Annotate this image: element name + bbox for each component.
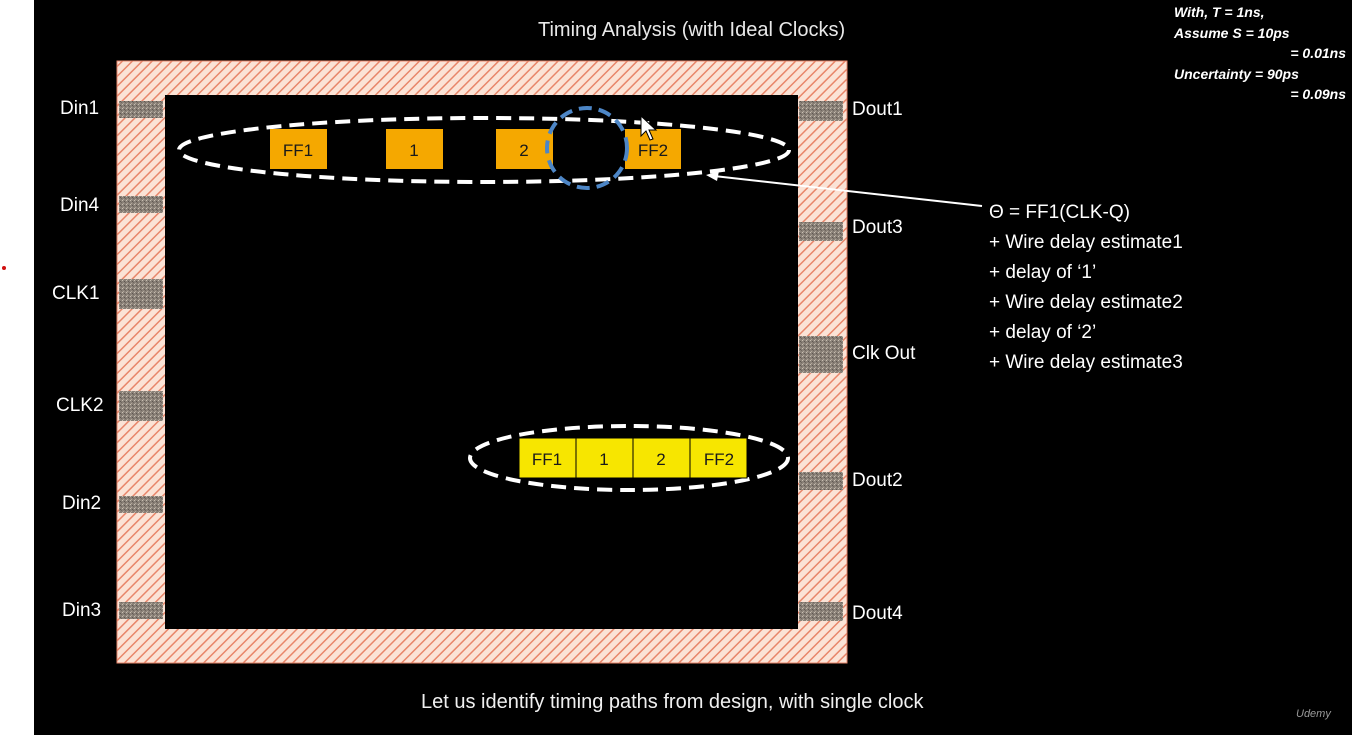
top-timing-path: FF1 1 2 FF2 xyxy=(177,106,791,190)
stray-marker-dot xyxy=(2,266,6,270)
assumption-setup-ns: = 0.01ns xyxy=(1290,45,1346,61)
top-cell-2-label: 2 xyxy=(519,141,528,160)
top-cell-ff1 xyxy=(270,129,327,169)
pad-dout3 xyxy=(799,222,843,241)
bottom-cell-ff2 xyxy=(689,437,748,479)
bottom-cell-ff1-label: FF1 xyxy=(532,450,562,469)
pin-label-dout4: Dout4 xyxy=(852,603,903,624)
pad-clk2 xyxy=(119,391,163,421)
assumption-uncertainty: Uncertainty = 90ps xyxy=(1174,65,1299,82)
pin-label-dout2: Dout2 xyxy=(852,470,903,491)
pad-dout2 xyxy=(799,472,843,490)
pad-din1 xyxy=(119,101,163,118)
pad-din4 xyxy=(119,196,163,213)
assumption-uncertainty-ns: = 0.09ns xyxy=(1290,86,1346,102)
formula-line-5: + delay of ‘2’ xyxy=(989,322,1097,343)
pad-dout4 xyxy=(799,602,843,621)
pin-label-din2: Din2 xyxy=(62,493,102,514)
bottom-cell-1-label: 1 xyxy=(599,450,608,469)
bottom-cell-ff2-label: FF2 xyxy=(704,450,734,469)
left-io-pads xyxy=(119,101,163,619)
mouse-pointer-icon xyxy=(640,114,658,141)
pin-label-din3: Din3 xyxy=(62,600,102,621)
pad-clk-out xyxy=(799,336,843,373)
pin-label-dout3: Dout3 xyxy=(852,217,903,238)
top-cell-1 xyxy=(386,129,443,169)
formula-line-6: + Wire delay estimate3 xyxy=(989,352,1183,373)
assumptions-note: With, T = 1ns, Assume S = 10ps = 0.01ns … xyxy=(1174,2,1346,105)
udemy-logo: Udemy xyxy=(1296,708,1331,720)
pin-label-clk-out: Clk Out xyxy=(852,343,916,364)
formula-line-3: + delay of ‘1’ xyxy=(989,262,1097,283)
top-path-ellipse xyxy=(177,116,791,184)
pad-din2 xyxy=(119,496,163,513)
bottom-cell-2-label: 2 xyxy=(656,450,665,469)
pin-label-dout1: Dout1 xyxy=(852,99,903,120)
top-cell-ff1-label: FF1 xyxy=(283,141,313,160)
chip-floorplan-diagram: FF1 1 2 FF2 FF1 1 2 FF2 xyxy=(116,60,983,664)
top-cell-ff2 xyxy=(625,129,681,169)
callout-arrow xyxy=(706,171,983,207)
highlight-circle xyxy=(545,106,629,190)
right-io-pads xyxy=(799,101,843,621)
bottom-path-ellipse xyxy=(468,424,790,492)
pad-dout1 xyxy=(799,101,843,121)
top-cell-1-label: 1 xyxy=(409,141,418,160)
pin-label-din4: Din4 xyxy=(60,195,100,216)
top-cell-2 xyxy=(496,129,553,169)
chip-boundary xyxy=(116,60,848,664)
bottom-timing-path: FF1 1 2 FF2 xyxy=(468,424,790,492)
bottom-cell-1 xyxy=(575,437,634,479)
slide-title: Timing Analysis (with Ideal Clocks) xyxy=(538,19,846,41)
pin-label-clk1: CLK1 xyxy=(52,283,100,304)
formula-line-2: + Wire delay estimate1 xyxy=(989,232,1183,253)
slide-caption: Let us identify timing paths from design… xyxy=(421,691,924,713)
pad-clk1 xyxy=(119,279,163,309)
assumption-period: With, T = 1ns, xyxy=(1174,4,1265,20)
pin-label-din1: Din1 xyxy=(60,98,100,119)
assumption-setup: Assume S = 10ps xyxy=(1174,24,1290,41)
top-cell-ff2-label: FF2 xyxy=(638,141,668,160)
pin-label-clk2: CLK2 xyxy=(56,395,104,416)
bottom-cell-2 xyxy=(632,437,691,479)
delay-formula: Θ = FF1(CLK-Q) + Wire delay estimate1 + … xyxy=(989,198,1183,378)
slide: Timing Analysis (with Ideal Clocks) With… xyxy=(34,0,1352,735)
pad-din3 xyxy=(119,602,163,619)
formula-line-4: + Wire delay estimate2 xyxy=(989,292,1183,313)
formula-line-1: Θ = FF1(CLK-Q) xyxy=(989,202,1130,223)
